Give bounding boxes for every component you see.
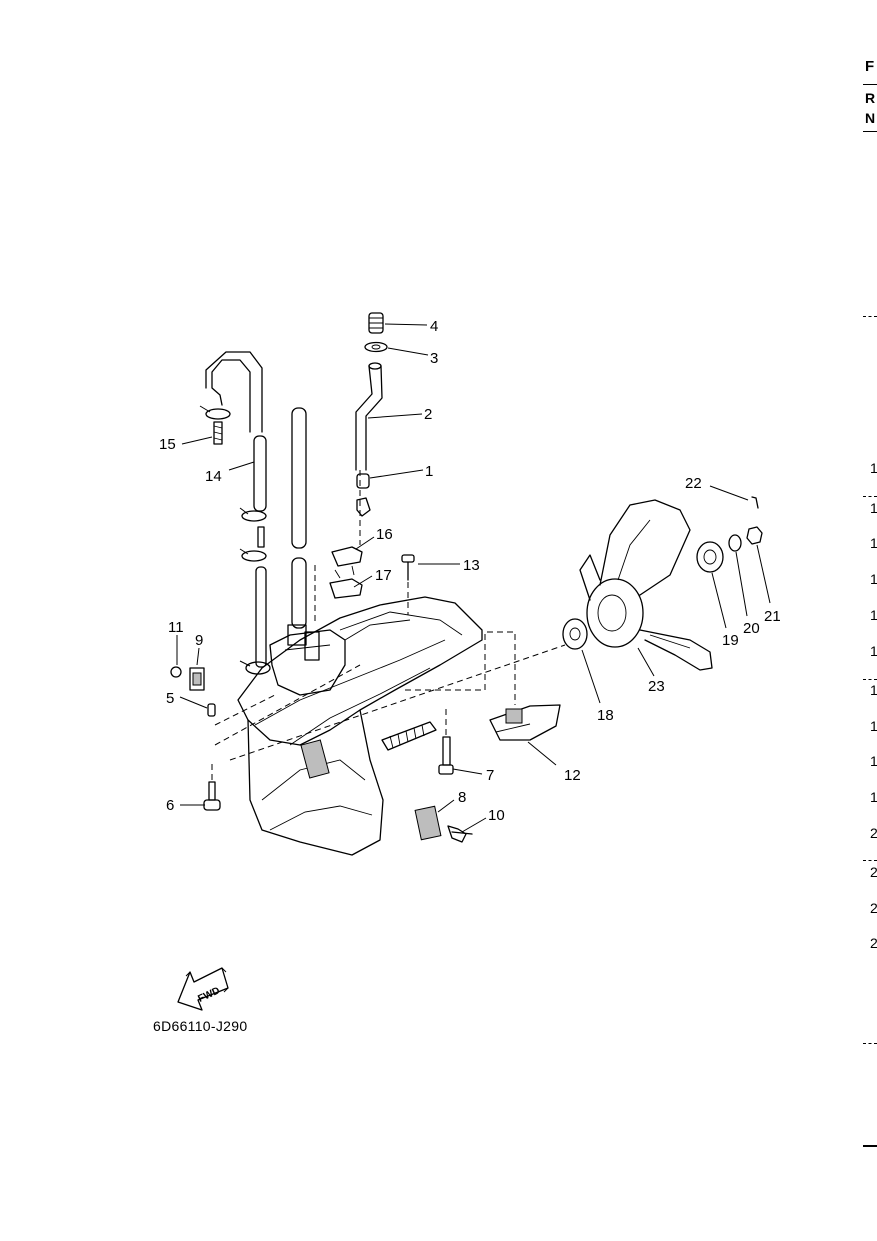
- section-divider-5: [863, 1043, 877, 1044]
- column-fragment-12: 2: [870, 864, 877, 880]
- callout-5: 5: [166, 690, 174, 707]
- section-divider-1: [863, 316, 877, 317]
- callout-6: 6: [166, 797, 174, 814]
- callout-19: 19: [722, 632, 739, 649]
- bolt-7: [438, 705, 454, 775]
- header-rule-2: [863, 131, 877, 132]
- section-divider-3: [863, 679, 877, 680]
- callout-3: 3: [430, 350, 438, 367]
- leader-lines: [176, 323, 771, 833]
- callout-13: 13: [463, 557, 480, 574]
- header-fragment-3: N: [865, 110, 876, 126]
- callout-4: 4: [430, 318, 438, 335]
- water-pump-housing: [269, 624, 346, 696]
- callout-21: 21: [764, 608, 781, 625]
- column-fragment-9: 1: [870, 753, 877, 769]
- callout-23: 23: [648, 678, 665, 695]
- callout-10: 10: [488, 807, 505, 824]
- bolt-6: [203, 762, 221, 811]
- footer-rule: [863, 1145, 877, 1147]
- rubber-seals: [329, 546, 363, 599]
- callout-15: 15: [159, 436, 176, 453]
- column-fragment-6: 1: [870, 643, 877, 659]
- thrust-washer: [562, 618, 588, 650]
- drive-shaft-tubes: [253, 407, 307, 668]
- callout-14: 14: [205, 468, 222, 485]
- column-fragment-10: 1: [870, 789, 877, 805]
- callout-17: 17: [375, 567, 392, 584]
- callout-numbers: 1 2 3 4 5 6 7 8 9 10 11 12 13 14 15 16 1…: [159, 318, 781, 824]
- callout-2: 2: [424, 406, 432, 423]
- callout-7: 7: [486, 767, 494, 784]
- water-inlet-assembly: [355, 312, 388, 517]
- anode-12: [489, 704, 561, 741]
- column-fragment-3: 1: [870, 535, 877, 551]
- callout-12: 12: [564, 767, 581, 784]
- trim-tab-parts: [170, 666, 216, 717]
- section-divider-2: [863, 496, 877, 497]
- header-fragment-1: F: [865, 58, 875, 75]
- callout-18: 18: [597, 707, 614, 724]
- drawing-code: 6D66110-J290: [153, 1018, 248, 1034]
- header-rule-1: [863, 84, 877, 85]
- fwd-label: FWD: [196, 985, 221, 1005]
- anode-and-screw: [414, 805, 473, 843]
- callout-9: 9: [195, 632, 203, 649]
- callout-20: 20: [743, 620, 760, 637]
- column-fragment-13: 2: [870, 900, 877, 916]
- column-fragment-4: 1: [870, 571, 877, 587]
- fwd-arrow-icon: FWD: [177, 967, 229, 1011]
- callout-11: 11: [168, 619, 184, 636]
- column-fragment-11: 2: [870, 825, 877, 841]
- bolt-13: [401, 554, 415, 615]
- column-fragment-7: 1: [870, 682, 877, 698]
- section-divider-4: [863, 860, 877, 861]
- callout-1: 1: [425, 463, 433, 480]
- column-fragment-5: 1: [870, 607, 877, 623]
- cooling-hose-assembly: [199, 351, 271, 675]
- column-fragment-14: 2: [870, 935, 877, 951]
- callout-22: 22: [685, 475, 702, 492]
- propeller: [579, 499, 713, 671]
- prop-nut-stack: [696, 496, 763, 573]
- alignment-lines: [214, 470, 566, 761]
- column-fragment-1: 1: [870, 460, 877, 476]
- callout-8: 8: [458, 789, 466, 806]
- column-fragment-2: 1: [870, 500, 877, 516]
- callout-16: 16: [376, 526, 393, 543]
- lower-casing: [237, 596, 483, 856]
- propeller-shaft: [381, 721, 437, 751]
- column-fragment-8: 1: [870, 718, 877, 734]
- header-fragment-2: R: [865, 90, 876, 106]
